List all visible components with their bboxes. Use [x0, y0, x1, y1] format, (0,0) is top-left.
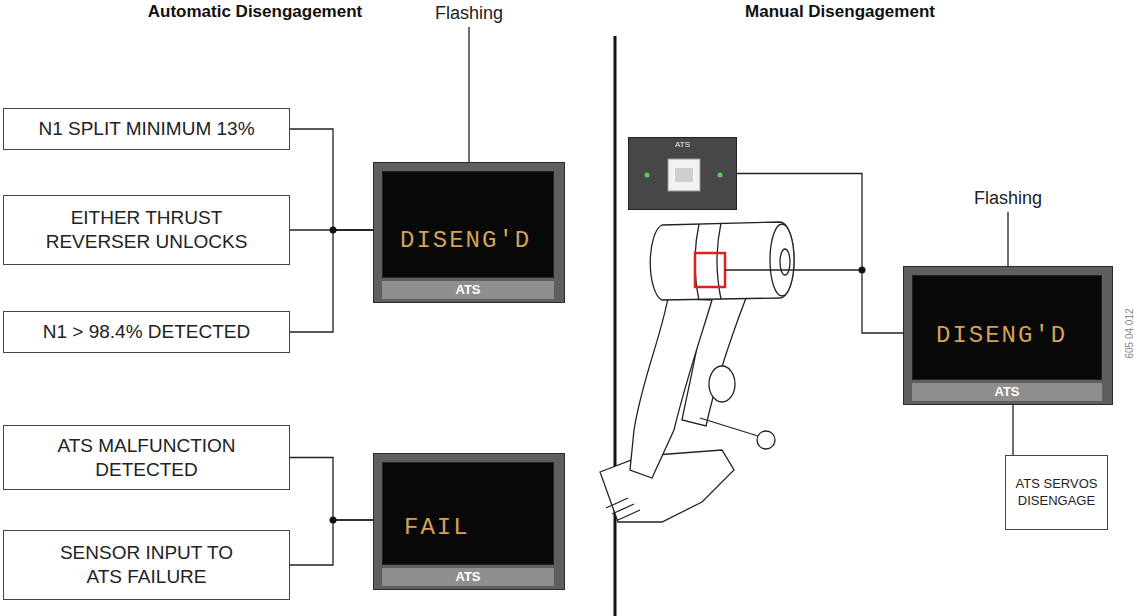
junction-dot: [859, 267, 866, 274]
figure-number: 605 04 012: [1124, 299, 1135, 369]
condition-text: EITHER THRUST REVERSER UNLOCKS: [44, 206, 249, 254]
pivot: [709, 366, 735, 402]
push-button: [668, 159, 700, 191]
ats-display: FAIL ATS: [373, 453, 565, 590]
section-heading: Automatic Disengagement: [80, 2, 430, 22]
section-heading: Manual Disengagement: [690, 2, 990, 22]
condition-box: ATS MALFUNCTION DETECTED: [3, 425, 290, 490]
condition-box: N1 > 98.4% DETECTED: [3, 311, 290, 353]
display-label: ATS: [382, 281, 554, 299]
signal-line: [290, 129, 373, 230]
ats-display: FlashingDISENG'DATS: [903, 266, 1113, 405]
flashing-note: Flashing: [904, 188, 1112, 209]
lever-handle: [650, 222, 794, 300]
signal-line: [737, 174, 903, 334]
switch-wire: [725, 269, 862, 270]
display-screen: [382, 171, 554, 278]
condition-text: N1 > 98.4% DETECTED: [43, 320, 251, 344]
switch-label: ATS: [629, 140, 736, 149]
signal-line: [1012, 405, 1013, 455]
note-leader: [468, 27, 469, 162]
lever-base: [600, 450, 734, 522]
indicator-light: [645, 173, 650, 178]
junction-dot: [330, 227, 337, 234]
base-slots: [606, 498, 640, 520]
condition-box: N1 SPLIT MINIMUM 13%: [3, 108, 290, 150]
knob: [757, 431, 775, 449]
ats-switch-panel: ATS: [628, 137, 737, 210]
condition-text: N1 SPLIT MINIMUM 13%: [38, 117, 254, 141]
handle-end-cap: [780, 249, 790, 275]
condition-text: ATS MALFUNCTION DETECTED: [44, 434, 249, 482]
ats-display: FlashingDISENG'DATS: [373, 162, 565, 303]
junction-dot: [330, 517, 337, 524]
signal-line: [290, 458, 373, 521]
button-legend: [675, 168, 693, 182]
condition-text: ATS SERVOS DISENGAGE: [1014, 476, 1099, 509]
display-message: FAIL: [404, 514, 470, 541]
divider-line: [614, 36, 617, 616]
condition-box: ATS SERVOS DISENGAGE: [1005, 455, 1108, 530]
condition-box: EITHER THRUST REVERSER UNLOCKS: [3, 195, 290, 265]
disconnect-switch: [695, 223, 721, 300]
front-lever: [630, 298, 712, 478]
switch-highlight: [695, 253, 725, 287]
condition-box: SENSOR INPUT TO ATS FAILURE: [3, 530, 290, 600]
knob-arm: [700, 418, 758, 436]
signal-line: [290, 520, 373, 565]
display-screen: [382, 462, 554, 565]
handle-end: [770, 224, 794, 296]
flashing-note: Flashing: [374, 3, 564, 24]
display-label: ATS: [382, 568, 554, 586]
indicator-light: [718, 173, 723, 178]
display-message: DISENG'D: [936, 322, 1067, 349]
signal-line: [290, 230, 373, 332]
condition-text: SENSOR INPUT TO ATS FAILURE: [44, 541, 249, 589]
note-leader: [1007, 212, 1008, 266]
display-label: ATS: [912, 383, 1102, 401]
display-message: DISENG'D: [400, 227, 531, 254]
thrust-lever-illustration: [600, 222, 794, 522]
